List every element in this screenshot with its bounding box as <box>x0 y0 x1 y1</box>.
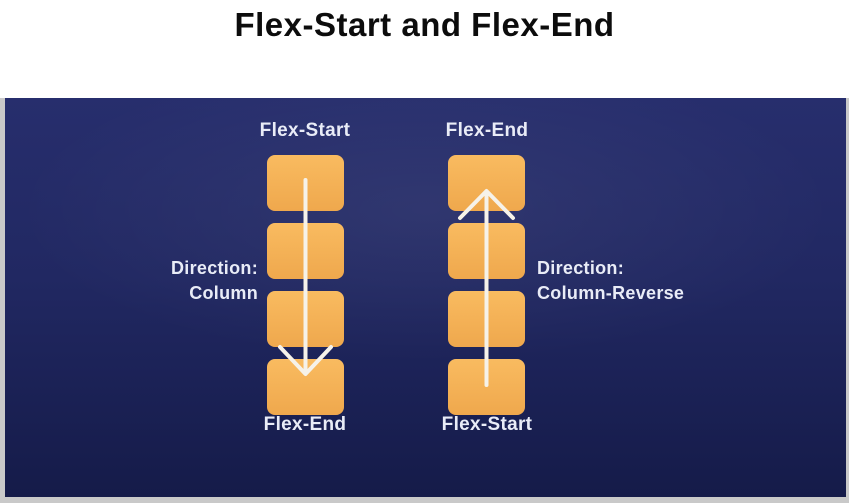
flex-box <box>267 359 344 415</box>
flex-box <box>267 291 344 347</box>
page-title: Flex-Start and Flex-End <box>234 6 615 43</box>
right-column-bottom-label: Flex-Start <box>441 414 533 435</box>
right-column-top-label: Flex-End <box>445 120 529 141</box>
flex-box <box>448 359 525 415</box>
diagram-panel: Flex-Start Flex-End Direction: Column Di… <box>5 98 846 497</box>
video-frame: Flex-Start Flex-End Direction: Column Di… <box>0 98 849 503</box>
left-direction-line1: Direction: <box>170 258 258 278</box>
right-direction-line2: Column-Reverse <box>537 283 685 303</box>
right-direction-line1: Direction: <box>537 258 625 278</box>
flex-box <box>267 155 344 211</box>
right-flex-boxes <box>448 155 525 415</box>
left-column-bottom-label: Flex-End <box>263 414 347 435</box>
flex-box <box>448 291 525 347</box>
flex-box <box>448 155 525 211</box>
left-direction-label: Direction: Column <box>45 256 258 306</box>
right-direction-label: Direction: Column-Reverse <box>537 256 777 306</box>
left-flex-boxes <box>267 155 344 415</box>
left-direction-line2: Column <box>189 283 258 303</box>
left-column-top-label: Flex-Start <box>259 120 351 141</box>
flex-box <box>448 223 525 279</box>
flex-box <box>267 223 344 279</box>
